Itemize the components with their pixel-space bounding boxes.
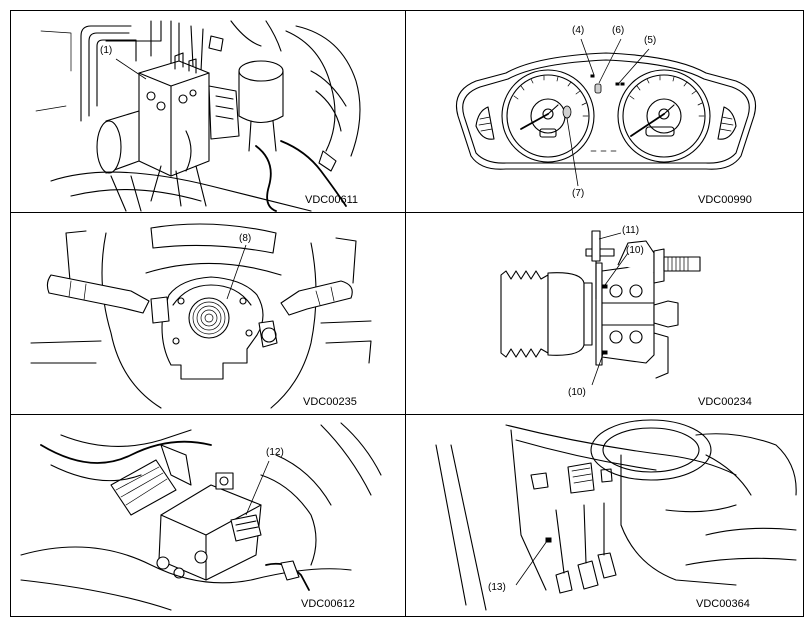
figure-code: VDC00234 — [698, 396, 752, 408]
figure-code: VDC00364 — [696, 598, 750, 610]
callout-label: (10) — [568, 387, 586, 398]
wheel-speed-sensor-illustration — [500, 230, 701, 386]
callout-label: (11) — [622, 225, 640, 236]
callout-label: (5) — [644, 35, 657, 46]
yaw-rate-sensor-illustration — [20, 422, 382, 611]
callout-label: (10) — [626, 245, 644, 256]
callout-label: (1) — [100, 45, 113, 56]
data-link-connector-illustration — [435, 419, 797, 611]
callout-label: (4) — [572, 25, 585, 36]
callout-label: (8) — [239, 233, 252, 244]
panel-combination-meter: (4) (6) (5) (7) VDC00990 — [406, 11, 803, 212]
callout-label: (6) — [612, 25, 625, 36]
panel-steering-angle-sensor: (8) VDC00235 — [11, 213, 405, 414]
figure-code: VDC00612 — [301, 598, 355, 610]
callout-label: (7) — [572, 188, 585, 199]
callout-label: (13) — [488, 582, 506, 593]
panel-data-link-connector: (13) VDC00364 — [406, 415, 803, 616]
panel-yaw-rate-sensor: (12) VDC00612 — [11, 415, 405, 616]
figure-code: VDC00990 — [698, 194, 752, 206]
steering-angle-sensor-illustration — [30, 223, 372, 409]
figure-code: VDC00611 — [305, 194, 358, 206]
panel-hydraulic-unit: (1) VDC00611 — [11, 11, 405, 212]
figure-code: VDC00235 — [303, 396, 357, 408]
hydraulic-unit-illustration — [35, 20, 361, 212]
combination-meter-illustration — [455, 38, 757, 187]
panel-wheel-speed-sensor: (11) (10) (10) VDC00234 — [406, 213, 803, 414]
callout-label: (12) — [266, 447, 284, 458]
